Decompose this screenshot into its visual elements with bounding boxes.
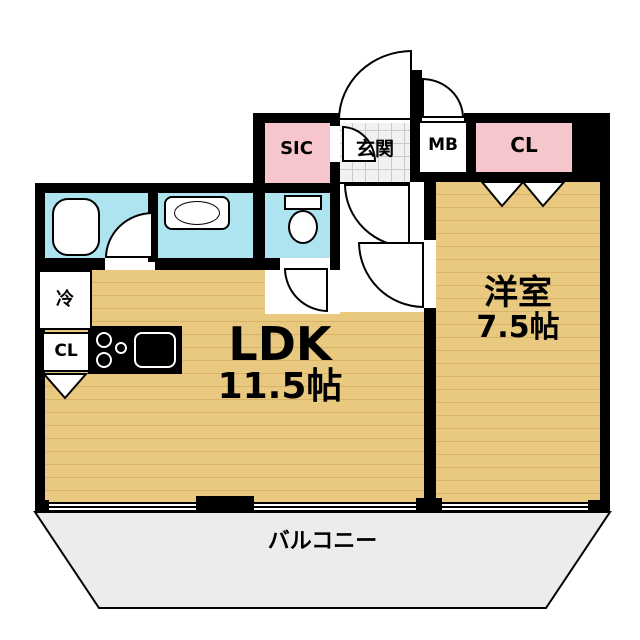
bathtub [52,198,100,256]
closet-left-label: CL [54,341,78,362]
closet-top-label: CL [510,133,538,157]
window [49,502,196,512]
room-western-floor [436,182,600,502]
wall-segment [410,70,422,123]
wall-segment [410,118,420,180]
sic-label: SIC [280,138,313,159]
balcony-label: バルコニー [267,529,378,554]
ldk-size: 11.5帖 [217,366,343,408]
wall-segment [35,258,105,270]
toilet-tank [284,195,322,210]
kitchen-sink [134,332,176,368]
stove-burner [96,332,112,348]
western-name: 洋室 [484,273,552,313]
window [442,502,588,512]
wall-segment [35,183,340,193]
stove-burner [115,342,127,354]
genkan-step-line [340,182,410,184]
wall-segment [148,193,158,262]
wall-segment [155,258,280,270]
wall-pillar [416,498,442,514]
wall-corner [588,500,610,514]
wall-segment [330,113,340,126]
wall-right [600,113,610,512]
wall-segment [258,113,338,123]
wall-segment [424,180,436,240]
wall-left [35,183,45,512]
closet-left: CL [42,332,90,372]
western-size: 7.5帖 [476,309,560,345]
door-arc-mb [422,78,464,118]
fridge-label: 冷 [56,288,74,310]
wall-segment [330,162,340,270]
western-room-label: 洋室 7.5帖 [436,273,600,345]
toilet-bowl [288,210,318,244]
room-mb-floor [420,123,466,172]
balcony-area [33,511,612,609]
genkan-label: 玄関 [355,138,394,160]
mb-label: MB [428,135,458,155]
wall-corner [35,500,49,514]
door-arc-entrance [338,50,412,120]
wall-segment [410,172,610,182]
wall-segment [466,118,476,180]
ldk-label: LDK 11.5帖 [150,320,410,406]
fridge-space: 冷 [38,270,92,330]
ldk-name: LDK [228,317,332,371]
wall-segment [253,113,265,262]
wall-pillar [196,496,254,518]
room-sic-floor [263,123,330,183]
mb-door-line [420,121,466,123]
wash-basin-bowl [174,201,220,225]
room-closet-top-floor [476,123,572,172]
wall-segment [464,113,610,123]
window [254,502,416,512]
stove-burner [96,352,112,368]
wall-segment [424,308,436,512]
